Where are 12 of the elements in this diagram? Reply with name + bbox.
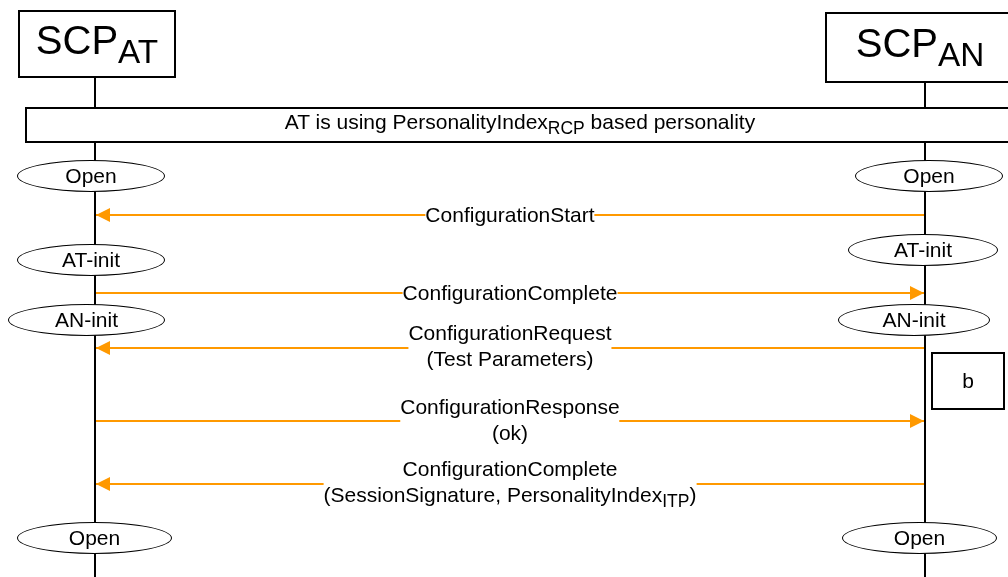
participant-box: SCP$_{AN}$ xyxy=(825,12,1008,83)
state-ellipse: AT-init xyxy=(848,234,998,266)
state-ellipse: Open xyxy=(17,522,172,554)
state-ellipse: AN-init xyxy=(8,304,165,336)
state-ellipse: AN-init xyxy=(838,304,990,336)
state-ellipse: AT-init xyxy=(17,244,165,276)
state-ellipse: Open xyxy=(17,160,165,192)
note-banner: AT is using PersonalityIndex$_{RCP}$ based personality xyxy=(25,107,1008,143)
process-box: b xyxy=(931,352,1005,410)
state-ellipse: Open xyxy=(842,522,997,554)
participant-box: SCP$_{AT}$ xyxy=(18,10,176,78)
state-ellipse: Open xyxy=(855,160,1003,192)
